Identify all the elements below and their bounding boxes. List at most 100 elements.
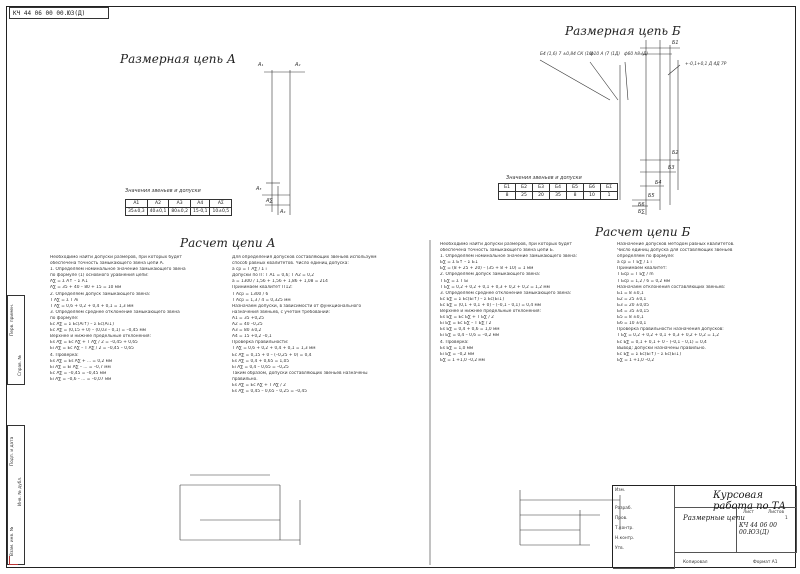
table-header: БΣ [600, 183, 618, 192]
calc-line: Б1 = 8 ±0,1 [617, 290, 644, 296]
dim-label: A₂ [295, 62, 301, 68]
calc-line: Ec A∑ = 0,15 + 0 – (–0,25 + 0) = 0,4 [232, 352, 312, 358]
table-cell: 40±0,1 [146, 207, 170, 216]
calc-a-title: Расчет цепи А [180, 236, 276, 250]
calc-line: Б6 = 10 ±0,1 [617, 321, 647, 327]
corner-code: КЧ 44 06 00 00.ЮЗ(Д) [9, 7, 109, 19]
calc-line: правильно. [232, 376, 258, 382]
tb-format: Формат А1 [753, 560, 778, 565]
table-header: Б2 [515, 183, 533, 192]
table-header: A2 [146, 199, 170, 208]
calc-line: Ec Б∑ = Σ Ec(Бi↑) – Σ Ec(Бi↓) [440, 296, 505, 302]
tb-doc-code: КЧ 44 06 00 00.ЮЗ(Д) [739, 522, 777, 536]
table-header: A3 [168, 199, 191, 208]
table-caption: Значения звеньев и допуски [506, 175, 582, 181]
calc-line: T Бср = 1,2 / 6 = 0,2 мм [617, 278, 671, 284]
dim-label: A₄ [280, 209, 286, 215]
calc-line: Верхнее и нижнее предельные отклонения: [50, 334, 151, 340]
calc-line: Необходимо найти допуски размеров, при к… [440, 242, 572, 247]
dim-label: A₃ [256, 186, 262, 192]
dim-label: Б4 [655, 180, 662, 186]
calc-line: a ср = T A∑ / Σ i [232, 267, 267, 273]
calc-line: T A∑ = 0,6 + 0,2 + 0,4 + 0,1 = 1,3 мм [50, 303, 134, 309]
calc-line: Назначение допусков методом равных квали… [617, 242, 735, 247]
calc-line: Необходимо найти допуски размеров, при к… [50, 255, 182, 260]
calc-line: Ec Б∑ = 0,1 + 0,1 + 0 – (–0,1 – 0,1) = 0… [617, 339, 707, 345]
table-header: Б1 [498, 183, 516, 192]
calc-line: Принимаем квалитет IT12: [232, 285, 293, 291]
calc-line: Ec A∑ = (0,15 + 0) – (0,03 – 0,1) = –0,4… [50, 328, 147, 334]
table-cell: 8 [566, 191, 584, 200]
calc-line: T Aср = 1,3 / 4 = 0,325 мм [232, 297, 291, 303]
calc-line: a ср = T Б∑ / Σ i [617, 260, 652, 266]
dim-label: Б∑ [638, 209, 645, 215]
calc-line: Проверка правильности назначения допуско… [617, 327, 724, 333]
table-cell: 25 [515, 191, 533, 200]
calc-line: по формуле (1) основного уравнения цепи: [50, 273, 149, 279]
calc-a-column-2: Для определения допусков составляющих зв… [232, 255, 422, 475]
tb-row: Н.контр. [615, 536, 635, 541]
table-cell: 80±0,2 [168, 207, 191, 216]
calc-a-column-1: Необходимо найти допуски размеров, при к… [50, 255, 225, 485]
calc-line: Б2 = 25 ±0,1 [617, 296, 647, 302]
tb-row: Утв. [615, 546, 625, 551]
calc-b-column-1: Необходимо найти допуски размеров, при к… [440, 242, 610, 482]
calc-line: T Бср = T Б∑ / m [617, 272, 654, 278]
calc-line: обеспечена точность замыкающего звена це… [50, 261, 165, 267]
calc-line: 1. Определяем номинальное значение замык… [440, 254, 578, 260]
table-header: A4 [189, 199, 211, 208]
calc-line: 3. Определяем среднее отклонение замыкаю… [440, 290, 572, 296]
tb-subtitle: Размерные цепи [683, 514, 745, 522]
calc-line: Б∑ = Σ Б↑ – Σ Б↓ [440, 260, 479, 266]
table-header: AΣ [209, 199, 233, 208]
table-header: Б5 [566, 183, 584, 192]
calc-line: Ec A∑ = Σ Ec(Ai↑) – Σ Ec(Ai↓) [50, 322, 114, 328]
tb-row: Разраб. [615, 506, 632, 511]
tb-sheet-label: Лист [743, 510, 754, 515]
calc-line: Назначаем отклонения составляющих звенье… [617, 284, 726, 290]
callout: +-0,1+0,1 Д 4Д 7Р [685, 62, 727, 67]
calc-line: A∑ = Σ A↑ – Σ A↓ [50, 279, 89, 285]
calc-line: Es Б∑ = 1,0 мм [440, 345, 474, 351]
calc-line: Проверка правильности: [232, 340, 289, 346]
calc-line: Ei Б∑ = 0,4 – 0,6 = –0,2 мм [440, 333, 500, 339]
table-caption: Значения звеньев и допуски [125, 188, 201, 194]
chain-b-title: Размерная цепь Б [565, 24, 681, 38]
table-cell: 10±0,5 [209, 207, 233, 216]
drawing-sheet: КЧ 44 06 00 00.ЮЗ(Д) [6, 6, 796, 568]
dim-label: A∑ [266, 198, 273, 204]
table-header: Б6 [583, 183, 601, 192]
side-stamp-upper: Перв. примен. Справ. № [7, 295, 25, 385]
calc-line: A1 = 35 +0,25 [232, 315, 265, 321]
calc-line: 3. Определяем среднее отклонение замыкаю… [50, 309, 180, 315]
origin-marker-icon [9, 556, 18, 565]
table-cell: 15-0,1 [189, 207, 211, 216]
calc-line: Б∑ = 1 +1,0 –0,2 [617, 357, 655, 363]
tb-row: Пров. [615, 516, 628, 521]
table-cell: 20 [532, 191, 550, 200]
calc-line: определяем по формуле: [617, 254, 675, 260]
calc-line: Таким образом, допуски составляющих звен… [232, 370, 368, 376]
calc-line: A3 = 80 ±0,2 [232, 328, 262, 334]
calc-line: Ei A∑ = Ec A∑ – T A∑ / 2 = –0,45 – 0,65 [50, 346, 134, 352]
callout: Б4 (1,6) 7 ±0,84 СК (16) [540, 52, 594, 57]
calc-line: Верхнее и нижнее предельные отклонения: [440, 309, 541, 315]
calc-line: T Б∑ = 0,2 + 0,2 + 0,1 + 0,3 + 0,2 + 0,2… [617, 333, 719, 339]
calc-line: a = 1300 / 1,56 + 1,56 + 1,86 + 1,08 = 2… [232, 279, 328, 285]
calc-line: Ec Б∑ = (0,1 + 0,1 + 0) – (–0,1 – 0,1) =… [440, 302, 541, 308]
calc-line: Назначаем допуски, в зависимости от функ… [232, 303, 362, 309]
calc-line: Вывод: допуски назначены правильно. [617, 345, 706, 351]
dim-label: Б6 [638, 202, 645, 208]
calc-line: Es A∑ = Ec A∑ + T A∑ / 2 [232, 382, 286, 388]
tb-row: Изм. [615, 488, 626, 493]
title-block: Курсовая работа по ТА Размерные цепи КЧ … [612, 485, 797, 569]
calc-line: Ei A∑ = Ei A∑ – ... = –0,7 мм [50, 364, 111, 370]
calc-line: 2. Определяем допуск замыкающего звена: [50, 291, 151, 297]
calc-line: Es A∑ = Ec A∑ + T A∑ / 2 = –0,45 + 0,65 [50, 340, 138, 346]
calc-line: Es A∑ = 0,4 + 0,65 = 1,05 [232, 358, 290, 364]
tolerance-table-a: A1 A2 A3 A4 AΣ 35±0,3 40±0,1 80±0,2 15-0… [125, 199, 233, 216]
calc-line: 4. Проверка: [50, 352, 79, 358]
calc-line: Б∑ = 1 +1,0 –0,2 мм [440, 357, 485, 363]
chain-a-title: Размерная цепь А [120, 52, 236, 66]
callout: ф60 h8 (Д) [624, 52, 649, 57]
